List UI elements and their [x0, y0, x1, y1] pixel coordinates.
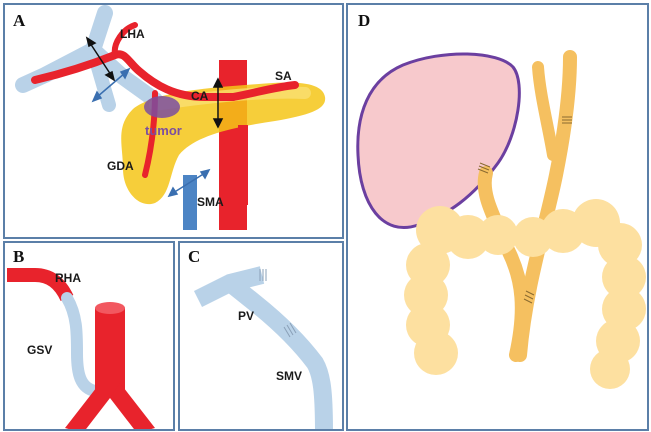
intestine-left	[404, 206, 518, 375]
label-gsv: GSV	[27, 343, 52, 357]
label-sa: SA	[275, 69, 292, 83]
panel-a-letter: A	[13, 11, 25, 31]
label-ca: CA	[191, 89, 208, 103]
saphenous-vein-graft	[67, 298, 95, 391]
label-lha: LHA	[120, 27, 145, 41]
panel-d: D	[346, 3, 649, 431]
panel-c-letter: C	[188, 247, 200, 267]
label-pv: PV	[238, 309, 254, 323]
label-rha: RHA	[55, 271, 81, 285]
panel-a: A LHA CA SA tumor GDA SMA	[3, 3, 344, 239]
panel-b-letter: B	[13, 247, 24, 267]
portal-vein-graft	[198, 275, 324, 431]
label-sma: SMA	[197, 195, 224, 209]
panel-b: B RHA GSV	[3, 241, 175, 431]
panel-d-letter: D	[358, 11, 370, 31]
label-tumor: tumor	[145, 123, 182, 138]
tumor-mass	[144, 96, 180, 118]
label-gda: GDA	[107, 159, 134, 173]
panel-d-illustration	[348, 5, 649, 431]
panel-c-illustration	[180, 243, 344, 431]
panel-a-illustration	[5, 5, 344, 239]
panel-c: C PV SMV	[178, 241, 344, 431]
panel-b-illustration	[5, 243, 175, 431]
biliary-limb	[538, 67, 553, 155]
label-smv: SMV	[276, 369, 302, 383]
